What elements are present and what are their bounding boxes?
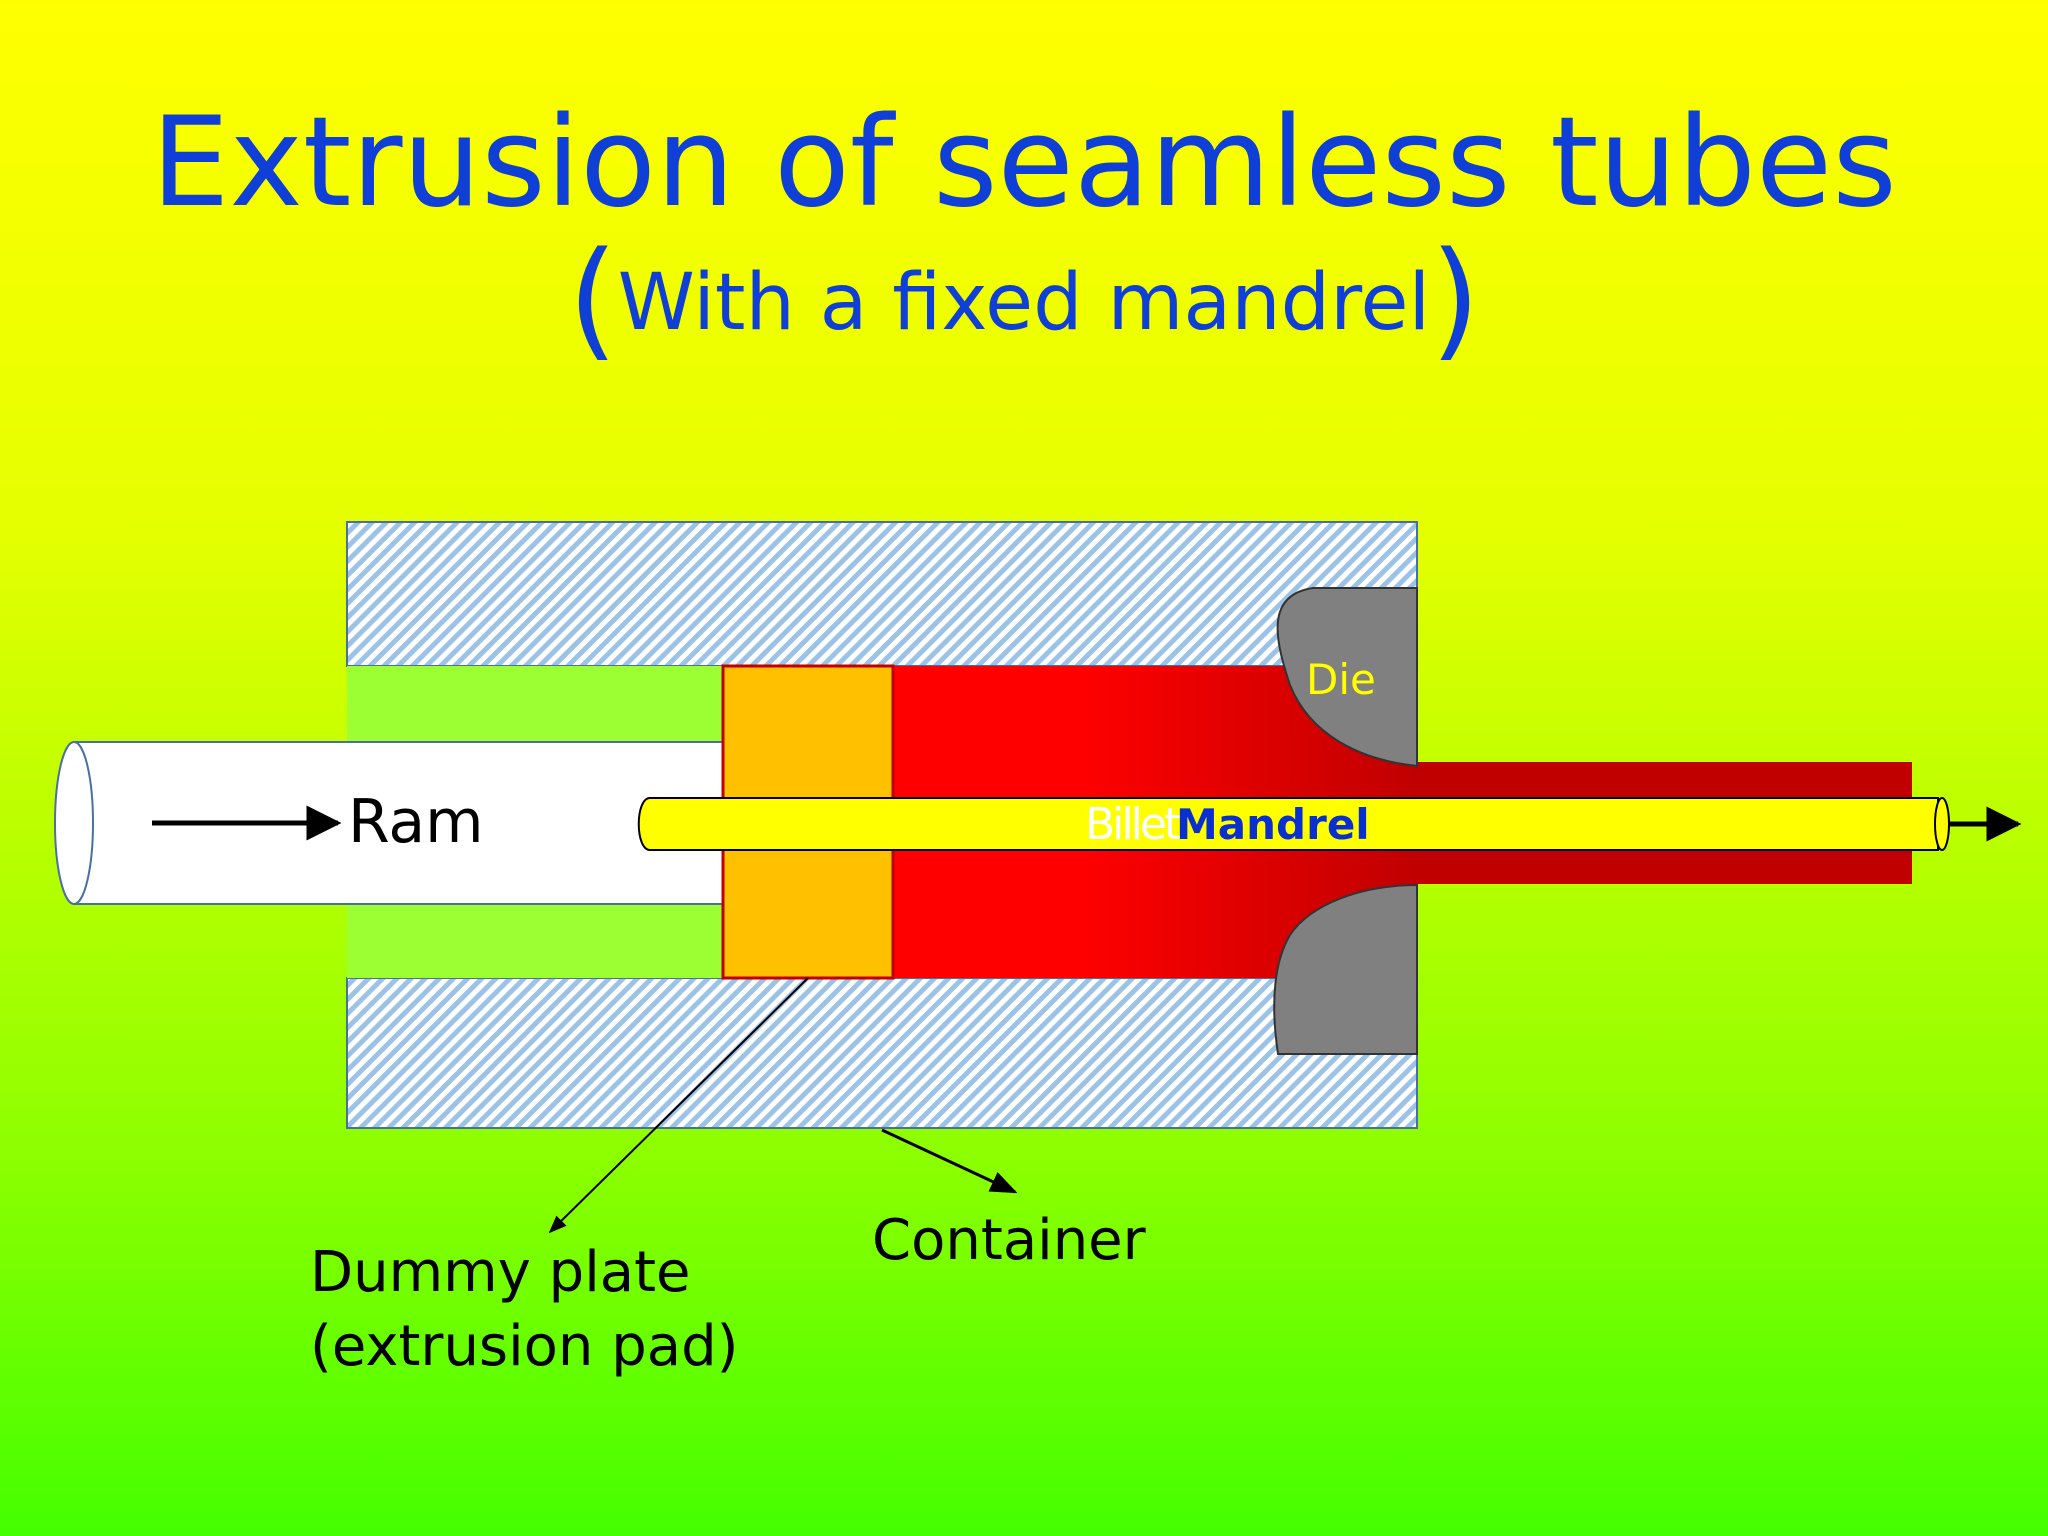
dummy-plate-label: Dummy plate [310, 1240, 691, 1305]
container-pointer [881, 1128, 1018, 1194]
slide-subtitle: (With a fixed mandrel) [0, 236, 2048, 364]
ram-label: Ram [348, 787, 484, 857]
die-bottom [1273, 883, 1418, 1055]
mandrel-label: Mandrel [1176, 800, 1370, 849]
extrusion-pad-label: (extrusion pad) [310, 1314, 739, 1379]
dummy-plate-pointer [548, 977, 809, 1234]
container-label: Container [872, 1208, 1146, 1273]
die-top [1276, 587, 1418, 768]
mandrel-end [1934, 797, 1950, 851]
subtitle-close-paren: ) [1430, 225, 1481, 374]
mandrel [637, 797, 1950, 851]
ram [54, 741, 723, 905]
slide-title: Extrusion of seamless tubes [151, 91, 1897, 235]
subtitle-text: With a fixed mandrel [617, 258, 1431, 348]
container [346, 521, 1418, 1129]
die-label: Die [1306, 655, 1376, 704]
billet-label: Billet [1085, 799, 1181, 850]
container-bottom [346, 977, 1418, 1129]
mandrel-rod [637, 797, 1939, 851]
ram-end [54, 741, 94, 905]
subtitle-open-paren: ( [567, 225, 618, 374]
container-top [346, 521, 1418, 667]
